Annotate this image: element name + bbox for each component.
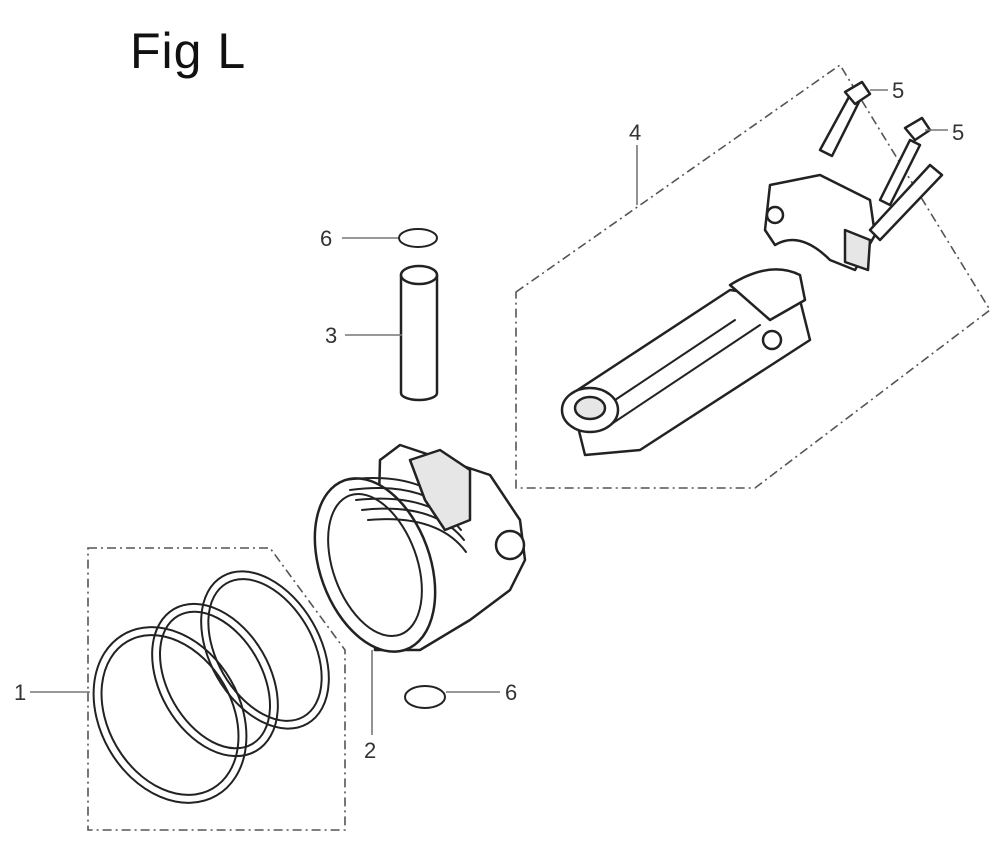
connecting-rod-icon[interactable] — [560, 173, 877, 457]
rod-bolt-left-icon[interactable] — [818, 80, 872, 158]
callout-2: 2 — [364, 738, 376, 763]
callout-3: 3 — [325, 323, 337, 348]
callout-4: 4 — [629, 120, 641, 145]
piston-pin-icon[interactable] — [399, 264, 439, 402]
callout-6a: 6 — [320, 226, 332, 251]
pin-clip-top-icon[interactable] — [398, 228, 438, 248]
connecting-rod-group-box — [515, 63, 992, 489]
callout-1: 1 — [14, 680, 26, 705]
pin-clip-bottom-icon[interactable] — [404, 685, 446, 709]
rod-bolt-shaft-icon — [868, 163, 944, 242]
piston-ring-set-icon[interactable] — [63, 549, 355, 831]
callout-5b: 5 — [952, 120, 964, 145]
piston-icon[interactable] — [293, 443, 527, 668]
figure-title: Fig L — [130, 23, 247, 79]
callout-5a: 5 — [892, 78, 904, 103]
piston-ring-group-box — [87, 547, 346, 831]
callout-6b: 6 — [505, 680, 517, 705]
